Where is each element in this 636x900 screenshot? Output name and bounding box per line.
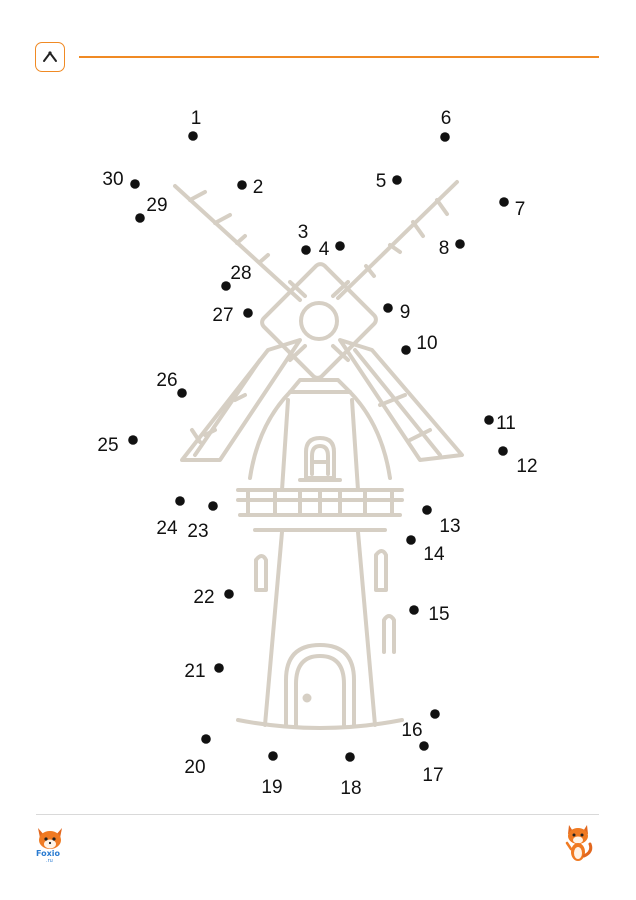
dot-21 [214, 663, 224, 673]
dot-label-1: 1 [191, 108, 202, 129]
dot-23 [208, 501, 218, 511]
dot-label-4: 4 [319, 239, 330, 260]
fox-logo-icon [38, 828, 62, 849]
dot-25 [128, 435, 138, 445]
dot-label-27: 27 [212, 305, 233, 326]
dot-label-22: 22 [193, 587, 214, 608]
dot-9 [383, 303, 393, 313]
dot-label-6: 6 [441, 108, 452, 129]
dot-3 [301, 245, 311, 255]
dot-label-29: 29 [146, 195, 167, 216]
dot-1 [188, 131, 198, 141]
fox-mascot-icon [565, 825, 593, 861]
caret-up-icon [43, 51, 57, 62]
header-divider [79, 56, 599, 58]
dot-29 [135, 213, 145, 223]
windmill-illustration [173, 180, 464, 730]
dot-label-13: 13 [439, 516, 460, 537]
dot-label-5: 5 [376, 171, 387, 192]
dot-11 [484, 415, 494, 425]
dot-5 [392, 175, 402, 185]
dot-label-20: 20 [184, 757, 205, 778]
dot-layer: 1234567891011121314151617181920212223242… [97, 108, 537, 799]
dot-13 [422, 505, 432, 515]
header-badge [35, 42, 65, 72]
dot-label-25: 25 [97, 435, 118, 456]
dot-label-8: 8 [439, 238, 450, 259]
dot-label-10: 10 [416, 333, 437, 354]
dot-label-9: 9 [400, 302, 411, 323]
dot-label-19: 19 [261, 777, 282, 798]
dot-14 [406, 535, 416, 545]
dot-label-24: 24 [156, 518, 178, 539]
dot-label-14: 14 [423, 544, 445, 565]
dot-10 [401, 345, 411, 355]
dot-label-12: 12 [516, 456, 537, 477]
brand-name: Foxio [36, 849, 61, 858]
dot-2 [237, 180, 247, 190]
dot-20 [201, 734, 211, 744]
dot-label-16: 16 [401, 720, 422, 741]
footer-divider [36, 814, 599, 815]
dot-4 [335, 241, 345, 251]
dot-label-23: 23 [187, 521, 208, 542]
dot-label-18: 18 [340, 778, 361, 799]
dot-26 [177, 388, 187, 398]
dot-30 [130, 179, 140, 189]
dot-28 [221, 281, 231, 291]
dot-12 [498, 446, 508, 456]
dot-label-26: 26 [156, 370, 177, 391]
dot-label-11: 11 [496, 413, 516, 434]
dot-label-28: 28 [230, 263, 251, 284]
dot-label-30: 30 [102, 169, 123, 190]
dot-27 [243, 308, 253, 318]
dot-6 [440, 132, 450, 142]
dot-label-3: 3 [298, 222, 309, 243]
dot-label-7: 7 [515, 199, 526, 220]
dot-15 [409, 605, 419, 615]
dot-18 [345, 752, 355, 762]
brand-domain: .ru [46, 858, 53, 864]
dot-24 [175, 496, 185, 506]
dot-label-2: 2 [253, 177, 264, 198]
dot-19 [268, 751, 278, 761]
dot-label-21: 21 [184, 661, 205, 682]
dot-17 [419, 741, 429, 751]
dot-label-15: 15 [428, 604, 449, 625]
dot-16 [430, 709, 440, 719]
dot-7 [499, 197, 509, 207]
dot-8 [455, 239, 465, 249]
dot-22 [224, 589, 234, 599]
dot-label-17: 17 [422, 765, 443, 786]
